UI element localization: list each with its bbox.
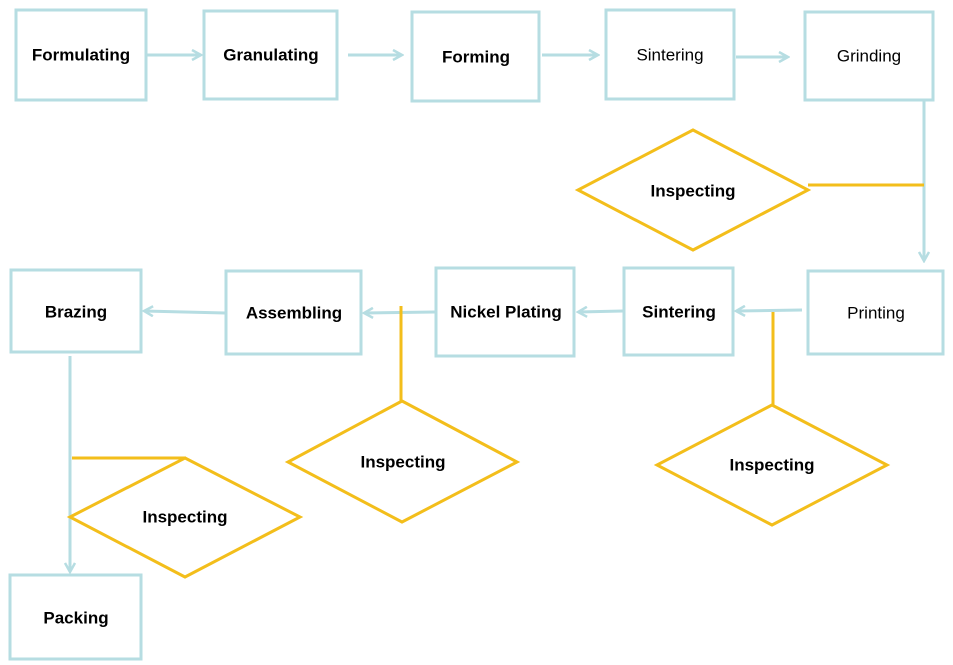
box-forming — [410, 10, 541, 103]
box-sintering-2 — [622, 266, 735, 357]
label-packing: Packing — [43, 609, 108, 628]
label-inspecting-after-brazing: Inspecting — [142, 508, 227, 527]
arrow-assembling-to-brazing — [144, 311, 226, 313]
label-grinding: Grinding — [837, 47, 901, 66]
box-granulating — [202, 9, 339, 101]
box-packing — [8, 573, 143, 661]
arrow-printing-to-sintering — [736, 310, 803, 311]
diamond-after-brazing — [66, 456, 304, 579]
label-inspecting-after-nickel-plating: Inspecting — [360, 453, 445, 472]
box-printing — [806, 269, 945, 356]
label-forming: Forming — [442, 48, 510, 67]
box-assembling — [224, 269, 363, 356]
label-sintering-2: Sintering — [642, 303, 716, 322]
box-formulating — [14, 8, 148, 102]
label-brazing: Brazing — [45, 303, 107, 322]
box-brazing — [9, 268, 143, 354]
label-sintering-1: Sintering — [636, 46, 703, 65]
diamond-after-grinding — [574, 128, 812, 252]
label-nickel-plating: Nickel Plating — [450, 303, 561, 322]
label-assembling: Assembling — [246, 304, 342, 323]
label-formulating: Formulating — [32, 46, 130, 65]
arrow-sintering-to-nickel-plating — [578, 311, 624, 312]
label-inspecting-after-grinding: Inspecting — [650, 182, 735, 201]
label-inspecting-after-printing: Inspecting — [729, 456, 814, 475]
box-grinding — [803, 10, 935, 102]
box-nickel-plating — [434, 266, 576, 358]
label-printing: Printing — [847, 304, 905, 323]
label-granulating: Granulating — [223, 46, 318, 65]
diamond-after-printing — [653, 403, 891, 527]
diamond-after-nickel-plating — [284, 399, 521, 524]
box-sintering-1 — [604, 8, 736, 101]
